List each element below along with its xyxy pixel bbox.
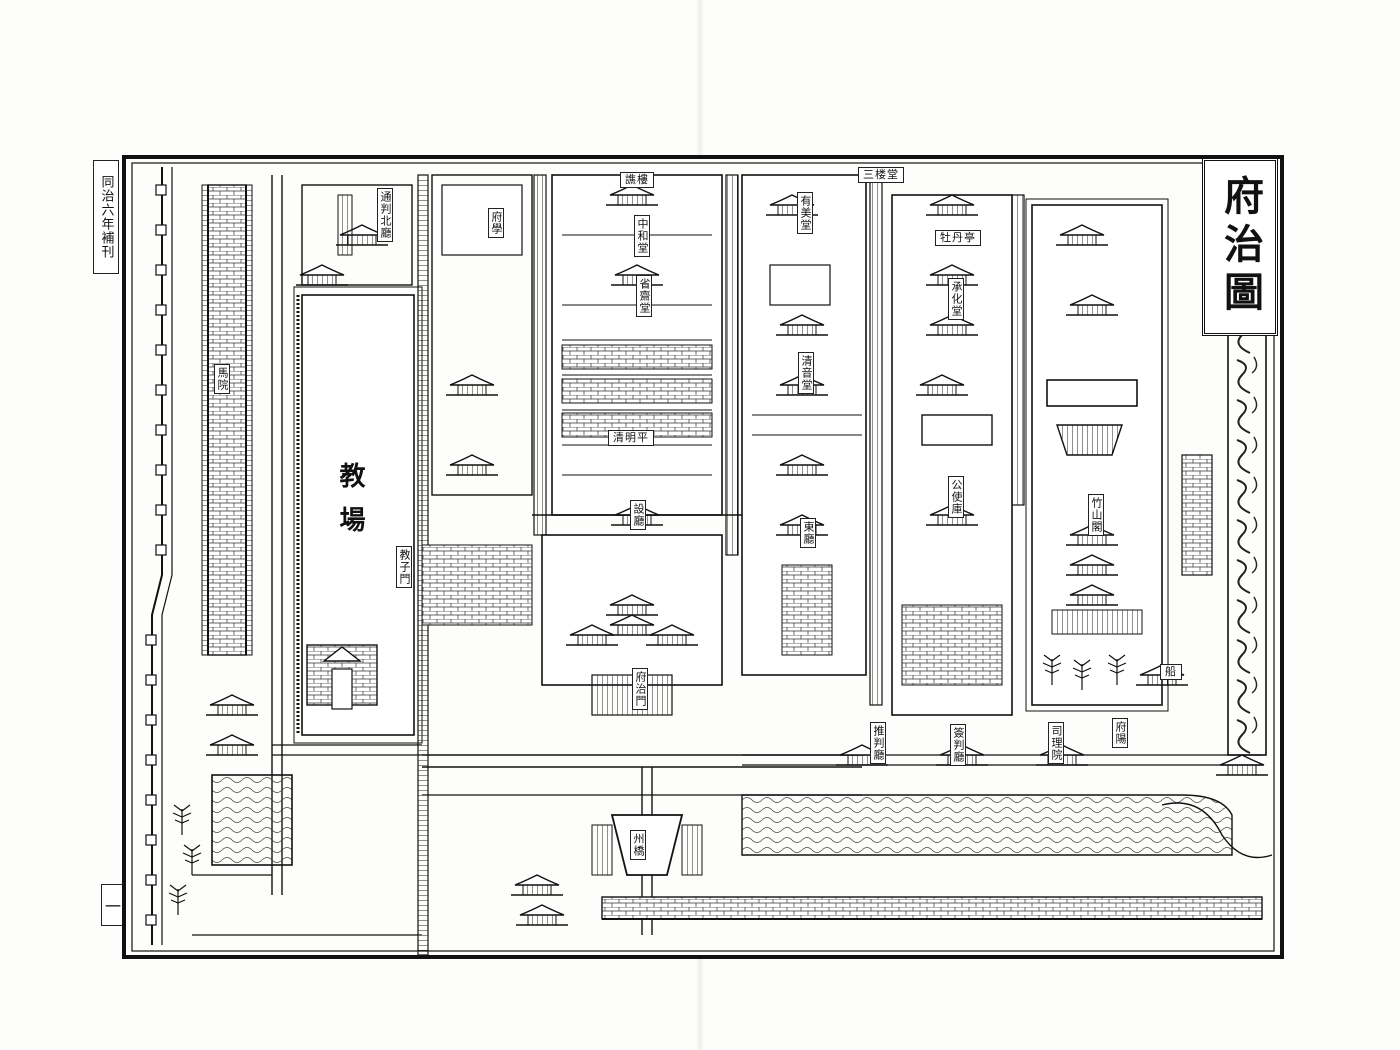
label-shelin-hall: 設廳 — [630, 500, 646, 530]
label-prefecture-gate: 府治門 — [632, 668, 648, 710]
label-maiyuan: 馬院 — [214, 364, 230, 394]
label-tiered-tower: 譙樓 — [620, 172, 654, 188]
label-parade-ground: 教場 — [335, 462, 365, 550]
map-title: 府治圖 — [1217, 175, 1264, 319]
label-zhouqiao: 州橋 — [630, 830, 646, 860]
label-fangxi: 府學 — [488, 208, 504, 238]
label-dongting: 東廳 — [800, 518, 816, 548]
label-qingyin-hall: 清音堂 — [798, 352, 814, 394]
label-sanlou-hall: 三楼堂 — [858, 167, 904, 183]
label-zhongsheng-hall: 中和堂 — [634, 215, 650, 257]
label-gongsheng-hall: 公使庫 — [948, 476, 964, 518]
edition-note-box: 同治六年補刊 — [93, 160, 119, 274]
label-tongshu: 通判北廳 — [377, 188, 393, 242]
label-chuan: 船 — [1160, 664, 1182, 680]
label-jiaozimen: 教子門 — [396, 546, 412, 588]
prefecture-map — [122, 155, 1284, 959]
label-xingche-hall: 省齋堂 — [636, 275, 652, 317]
label-sili: 司理院 — [1048, 722, 1064, 764]
map-title-box: 府治圖 — [1202, 158, 1278, 336]
label-youmei-hall: 有美堂 — [797, 192, 813, 234]
label-panguan-hall: 推判廳 — [870, 722, 886, 764]
label-jianli: 簽判廳 — [950, 724, 966, 766]
label-chenghua-hall: 承化堂 — [948, 278, 964, 320]
label-hill-pavilion: 竹山閣 — [1088, 494, 1104, 536]
edition-note: 同治六年補刊 — [98, 175, 114, 259]
label-mudan-pavilion: 牡丹亭 — [935, 230, 981, 246]
page-number: 一 — [101, 884, 125, 926]
label-fuyang: 府陽 — [1112, 718, 1128, 748]
label-qingming: 清明平 — [608, 430, 654, 446]
